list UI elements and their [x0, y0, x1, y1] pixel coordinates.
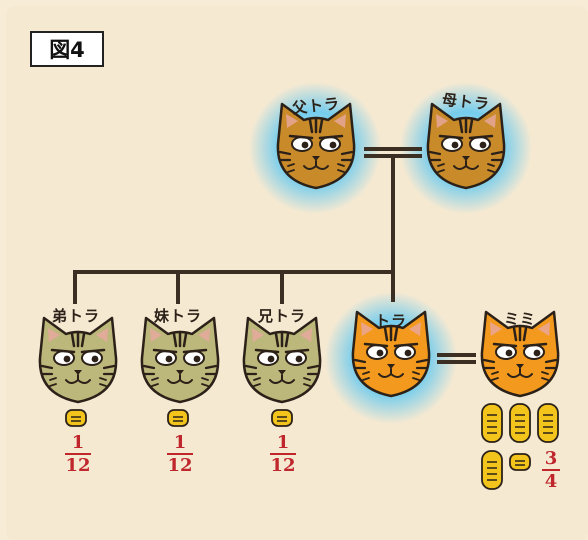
figure-label: 図4	[30, 31, 104, 67]
tree-lines	[73, 147, 476, 364]
tall-coin-icon	[537, 403, 559, 443]
coin-icon	[65, 409, 87, 427]
share-numerator: 1	[276, 432, 290, 453]
fraction-bar	[65, 453, 91, 455]
coin-icon	[271, 409, 293, 427]
fraction-bar	[542, 469, 560, 471]
fraction-bar	[167, 453, 193, 455]
coin-icon	[509, 453, 531, 471]
older-brother-share: 1 12	[270, 433, 296, 475]
coin-icon	[167, 409, 189, 427]
share-denominator: 4	[544, 471, 558, 492]
younger-sister-label: 妹トラ	[153, 307, 203, 325]
share-denominator: 12	[65, 455, 91, 476]
younger-sister-share: 1 12	[167, 433, 193, 475]
younger-brother-share: 1 12	[65, 433, 91, 475]
tora-label: トラ	[374, 312, 408, 330]
younger-brother-label: 弟トラ	[51, 307, 101, 325]
share-denominator: 12	[270, 455, 296, 476]
share-numerator: 1	[173, 432, 187, 453]
mimi-label: ミミ	[503, 310, 537, 328]
share-numerator: 3	[544, 448, 558, 469]
tall-coin-icon	[481, 450, 503, 490]
fraction-bar	[270, 453, 296, 455]
tall-coin-icon	[481, 403, 503, 443]
tall-coin-icon	[509, 403, 531, 443]
share-numerator: 1	[71, 432, 85, 453]
mimi-share: 3 4	[542, 449, 560, 491]
older-brother-label: 兄トラ	[257, 307, 307, 325]
share-denominator: 12	[167, 455, 193, 476]
